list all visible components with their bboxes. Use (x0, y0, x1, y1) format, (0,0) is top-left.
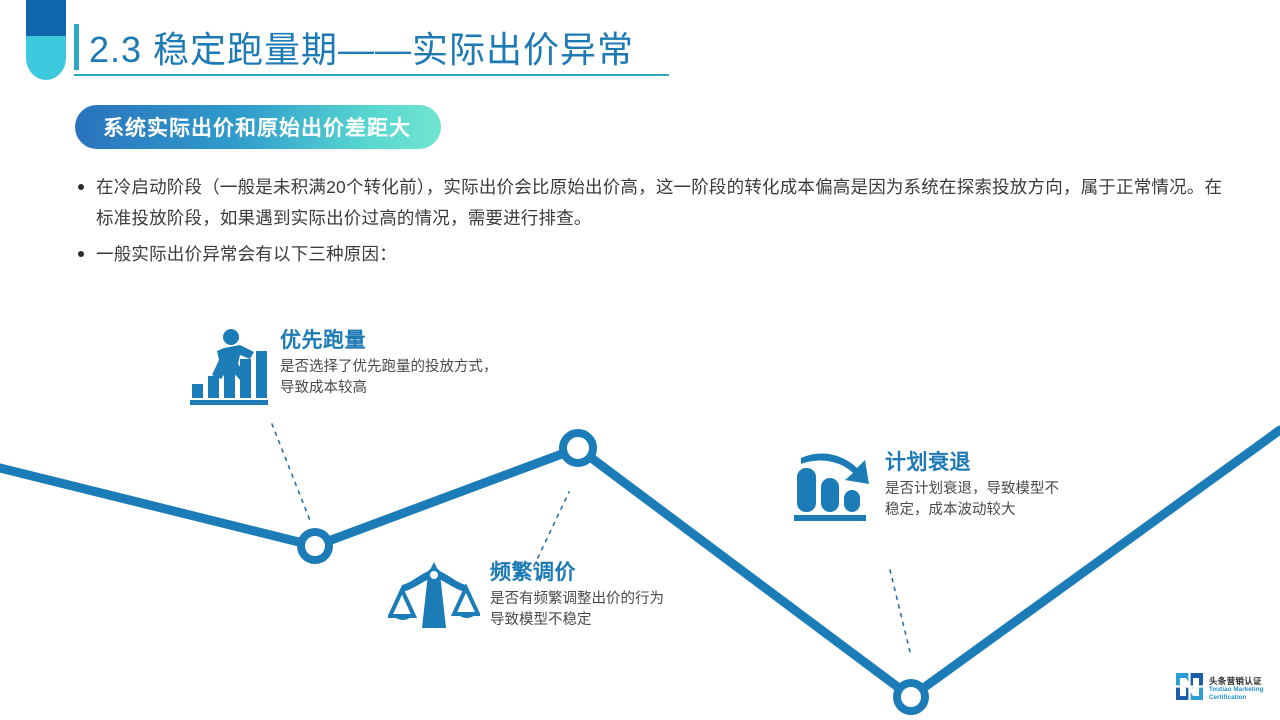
logo-name-en-line1: Toutiao Marketing (1209, 686, 1264, 694)
callout-body: 频繁调价 是否有频繁调整出价的行为 导致模型不稳定 (490, 560, 664, 631)
decoration-block-top (26, 0, 66, 36)
section-badge-label: 系统实际出价和原始出价差距大 (103, 117, 411, 140)
connector-line-2 (533, 491, 570, 567)
title-row: 2.3 稳定跑量期——实际出价异常 (74, 24, 694, 72)
callout-title: 计划衰退 (885, 451, 971, 474)
list-item: 一般实际出价异常会有以下三种原因： (78, 239, 1238, 270)
callout-description: 是否选择了优先跑量的投放方式， 导致成本较高 (280, 359, 498, 396)
callout-body: 计划衰退 是否计划衰退，导致模型不 稳定，成本波动较大 (885, 450, 1059, 521)
zigzag-node-1 (297, 528, 333, 564)
bullet-point-icon (78, 251, 84, 257)
zigzag-node-3 (893, 679, 929, 715)
title-underline (74, 74, 669, 76)
callout-title: 频繁调价 (490, 561, 576, 584)
page-title: 2.3 稳定跑量期——实际出价异常 (89, 29, 635, 70)
section-badge: 系统实际出价和原始出价差距大 (75, 105, 441, 149)
callout-priority-volume: 优先跑量 是否选择了优先跑量的投放方式， 导致成本较高 (188, 328, 498, 411)
list-item: 在冷启动阶段（一般是未积满20个转化前），实际出价会比原始出价高，这一阶段的转化… (78, 172, 1238, 234)
bullet-point-icon (78, 184, 84, 190)
callout-plan-decline: 计划衰退 是否计划衰退，导致模型不 稳定，成本波动较大 (793, 450, 1059, 527)
declining-bars-arrow-icon (793, 450, 875, 527)
title-accent-bar (74, 24, 79, 70)
logo-name-cn: 头条营销认证 (1209, 676, 1262, 687)
connector-line-1 (271, 423, 312, 524)
bullet-text: 在冷启动阶段（一般是未积满20个转化前），实际出价会比原始出价高，这一阶段的转化… (96, 177, 1223, 228)
person-climbing-bars-icon (188, 328, 270, 411)
logo-mark-icon (1176, 673, 1203, 705)
brand-logo: 头条营销认证 Toutiao Marketing Certification (1176, 673, 1264, 705)
logo-name-en-line2: Certification (1209, 693, 1247, 701)
page-title-group: 2.3 稳定跑量期——实际出价异常 (74, 24, 694, 76)
callout-body: 优先跑量 是否选择了优先跑量的投放方式， 导致成本较高 (280, 328, 498, 399)
bullet-text: 一般实际出价异常会有以下三种原因： (96, 244, 397, 264)
bullet-list: 在冷启动阶段（一般是未积满20个转化前），实际出价会比原始出价高，这一阶段的转化… (78, 172, 1238, 275)
connector-line-3 (889, 569, 912, 657)
zigzag-node-2 (559, 429, 597, 467)
balance-scale-icon (386, 560, 482, 637)
callout-description: 是否计划衰退，导致模型不 稳定，成本波动较大 (885, 481, 1059, 518)
decoration-block-bottom (26, 36, 66, 80)
callout-frequent-price-change: 频繁调价 是否有频繁调整出价的行为 导致模型不稳定 (386, 560, 664, 637)
callout-description: 是否有频繁调整出价的行为 导致模型不稳定 (490, 591, 664, 628)
callout-title: 优先跑量 (280, 329, 366, 352)
logo-text-group: 头条营销认证 Toutiao Marketing Certification (1209, 677, 1264, 701)
header-decoration (26, 0, 66, 80)
